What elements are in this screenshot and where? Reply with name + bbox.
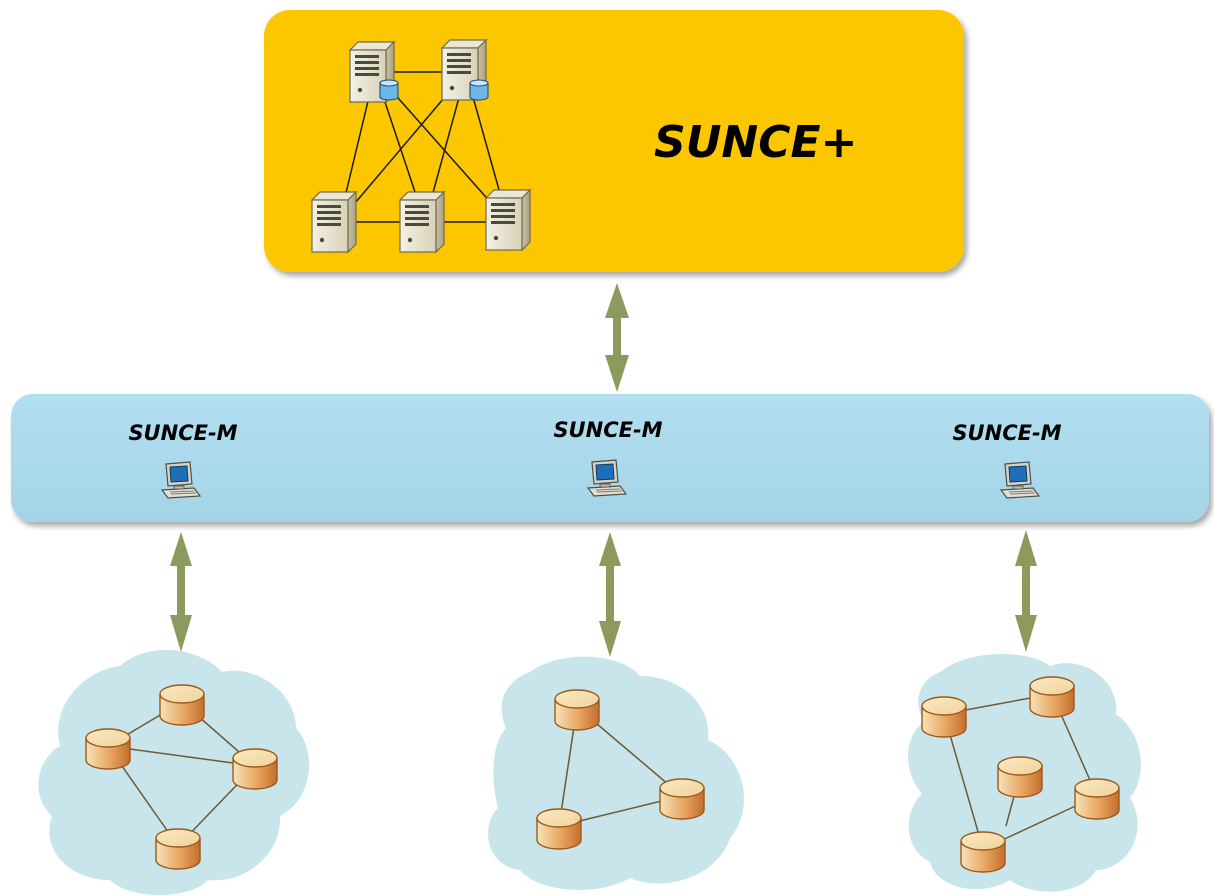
connector-arrow-top <box>605 283 629 392</box>
database-cylinder-icon <box>1074 778 1120 820</box>
database-cylinder-icon <box>554 689 600 731</box>
database-cylinder-icon <box>921 696 967 738</box>
middle-layer-panel: SUNCE-M SUNCE-M SUNCE-M <box>11 394 1209 522</box>
database-cylinder-icon <box>232 748 278 790</box>
database-icon <box>469 79 489 101</box>
cluster-cloud <box>488 656 744 890</box>
node-label-1: SUNCE-M <box>128 421 237 445</box>
database-cylinder-icon <box>997 756 1043 798</box>
database-cluster-right <box>907 653 1141 892</box>
server-icon <box>485 189 531 251</box>
node-label-2: SUNCE-M <box>553 418 662 442</box>
database-cylinder-icon <box>536 808 582 850</box>
server-icon <box>311 191 357 253</box>
top-system-panel: SUNCE+ <box>264 10 964 272</box>
connector-arrow-left <box>170 532 192 652</box>
connector-arrow-right <box>1015 530 1037 652</box>
database-cluster-center <box>488 656 744 890</box>
database-cylinder-icon <box>960 831 1006 873</box>
database-cylinder-icon <box>1029 676 1075 718</box>
database-cylinder-icon <box>155 828 201 870</box>
top-system-label: SUNCE+ <box>654 117 857 168</box>
database-cylinder-icon <box>159 684 205 726</box>
server-icon <box>399 191 445 253</box>
database-cylinder-icon <box>85 728 131 770</box>
cluster-cloud <box>38 649 310 895</box>
connector-arrow-center <box>599 532 621 657</box>
database-cluster-left <box>38 649 310 895</box>
database-cylinder-icon <box>659 778 705 820</box>
node-label-3: SUNCE-M <box>952 421 1061 445</box>
middle-layer-bar <box>11 394 1209 522</box>
database-icon <box>379 79 399 101</box>
